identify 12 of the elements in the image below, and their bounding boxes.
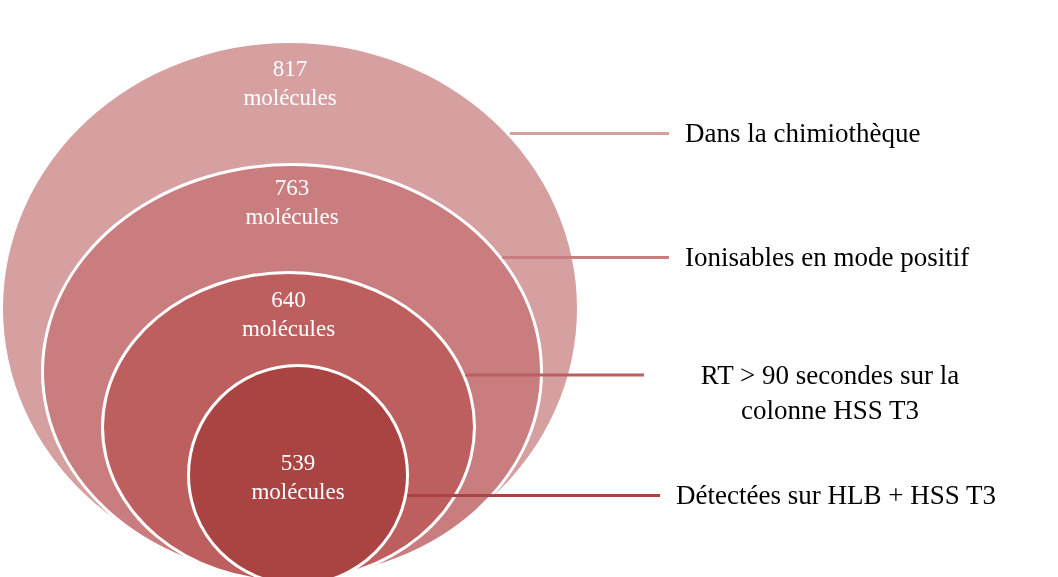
leader-line bbox=[407, 494, 660, 498]
count-label: 763 molécules bbox=[244, 174, 340, 231]
category-label: Dans la chimiothèque bbox=[685, 116, 921, 152]
leader-line bbox=[502, 256, 669, 260]
category-label: RT > 90 secondes sur la colonne HSS T3 bbox=[660, 358, 1000, 429]
category-label: Détectées sur HLB + HSS T3 bbox=[676, 478, 996, 514]
count-label: 817 molécules bbox=[242, 55, 338, 112]
leader-line bbox=[510, 132, 669, 136]
category-label: Ionisables en mode positif bbox=[685, 240, 970, 276]
leader-line bbox=[465, 373, 644, 377]
count-label: 640 molécules bbox=[240, 286, 337, 343]
count-label: 539 molécules bbox=[250, 449, 346, 506]
